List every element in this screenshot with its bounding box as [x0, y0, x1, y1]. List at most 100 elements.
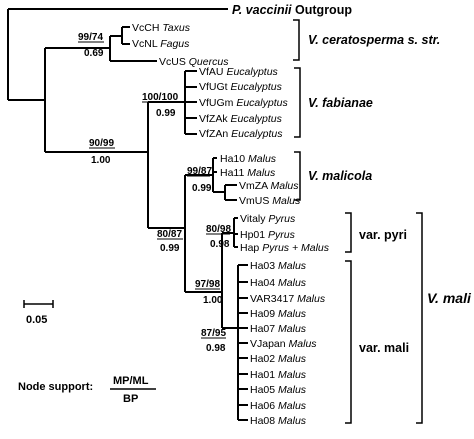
node-mpml-mali-sub: 87/95: [201, 328, 226, 339]
node-mpml-mali-all: 80/87: [157, 229, 182, 240]
leaf-host: Fagus: [160, 38, 190, 50]
leaf-code: VJapan: [250, 338, 289, 350]
leaf-code: VcUS: [159, 56, 189, 68]
leaf-host: Eucalyptus: [236, 97, 288, 109]
leaf-host: Malus: [278, 308, 307, 320]
leaf-host: Malus: [297, 293, 326, 305]
leaf-label: VfUGm Eucalyptus: [199, 97, 288, 109]
node-mpml-fabianae: 100/100: [142, 92, 179, 103]
leaf-host: Eucalyptus: [231, 81, 283, 93]
leaf-code: Ha05: [250, 384, 278, 396]
leaf-host: Eucalyptus: [231, 113, 283, 125]
leaf-label: Ha07 Malus: [250, 323, 307, 335]
leaf-host: Malus: [278, 384, 307, 396]
legend-numerator: MP/ML: [113, 375, 149, 387]
leaf-label: Ha04 Malus: [250, 277, 307, 289]
leaf-label: VcUS Quercus: [159, 56, 229, 68]
leaf-host: Taxus: [162, 22, 190, 34]
leaf-code: VcNL: [132, 38, 160, 50]
leaf-host: Malus: [248, 153, 277, 165]
node-bp-ceratosperma: 0.69: [84, 48, 104, 59]
leaf-label: Ha10 Malus: [220, 153, 277, 165]
leaf-code: VcCH: [132, 22, 162, 34]
leaf-host: Pyrus: [268, 213, 296, 225]
leaf-label: Ha01 Malus: [250, 369, 307, 381]
leaf-code: VfUGt: [199, 81, 231, 93]
node-mpml-ceratosperma: 99/74: [78, 32, 103, 43]
leaf-code: Hap: [240, 242, 262, 254]
leaf-label: VmZA Malus: [239, 180, 299, 192]
leaf-label: VfUGt Eucalyptus: [199, 81, 283, 93]
leaf-label: VfAU Eucalyptus: [199, 66, 279, 78]
leaf-code: Ha10: [220, 153, 248, 165]
leaf-code: Ha04: [250, 277, 278, 289]
leaf-host: Malus: [278, 415, 307, 427]
leaf-label: VAR3417 Malus: [250, 293, 326, 305]
clade-label-pyri: var. pyri: [359, 228, 407, 242]
node-bp-pyri: 0.98: [210, 239, 230, 250]
leaf-label: Hap Pyrus + Malus: [240, 242, 330, 254]
leaf-code: VfZAn: [199, 128, 231, 140]
leaf-label: VfZAk Eucalyptus: [199, 113, 283, 125]
leaf-label: Ha08 Malus: [250, 415, 307, 427]
leaf-code: Ha02: [250, 353, 278, 365]
leaf-label: Ha11 Malus: [220, 167, 276, 179]
leaf-label: Vitaly Pyrus: [240, 213, 296, 225]
node-mpml-mali-var: 97/98: [195, 279, 220, 290]
leaf-label: Ha06 Malus: [250, 400, 307, 412]
outgroup-label: P. vaccinii Outgroup: [232, 3, 352, 17]
leaf-code: VfUGm: [199, 97, 236, 109]
leaf-host: Pyrus: [268, 229, 296, 241]
bracket-malicola: [294, 151, 301, 201]
legend-title: Node support:: [18, 381, 93, 393]
leaf-code: VfZAk: [199, 113, 231, 125]
leaf-code: VmUS: [239, 195, 272, 207]
leaf-code: Ha09: [250, 308, 278, 320]
leaf-code: Ha08: [250, 415, 278, 427]
clade-brackets: [293, 19, 423, 424]
leaf-label: Ha02 Malus: [250, 353, 307, 365]
support-underlines: [78, 41, 230, 339]
bracket-fabianae: [294, 67, 301, 138]
leaf-host: Malus: [289, 338, 318, 350]
leaf-host: Malus: [278, 400, 307, 412]
bracket-mali-var: [345, 260, 352, 424]
leaf-label: VfZAn Eucalyptus: [199, 128, 283, 140]
node-support-legend: Node support: MP/ML BP: [18, 375, 156, 405]
leaf-host: Malus: [278, 369, 307, 381]
leaf-code: Hp01: [240, 229, 268, 241]
leaf-host: Malus: [278, 353, 307, 365]
bracket-pyri: [345, 212, 352, 253]
leaf-host: Quercus: [189, 56, 229, 68]
leaf-label: Ha09 Malus: [250, 308, 307, 320]
node-mpml-pyri: 80/98: [206, 224, 231, 235]
leaf-code: VAR3417: [250, 293, 297, 305]
legend-denominator: BP: [123, 393, 138, 405]
leaf-label: VcCH Taxus: [132, 22, 191, 34]
leaf-host: Malus: [271, 180, 300, 192]
clade-label-mali-var: var. mali: [359, 341, 409, 355]
leaf-host: Eucalyptus: [231, 128, 283, 140]
leaf-code: Vitaly: [240, 213, 268, 225]
leaf-host: Malus: [272, 195, 301, 207]
leaf-code: VfAU: [199, 66, 226, 78]
clade-label-malicola: V. malicola: [308, 169, 372, 183]
leaf-code: Ha01: [250, 369, 278, 381]
leaf-host: Eucalyptus: [226, 66, 278, 78]
node-mpml-malicola: 99/87: [187, 166, 212, 177]
node-bp-mali-all: 0.99: [160, 243, 180, 254]
clade-label-ceratosperma: V. ceratosperma s. str.: [308, 33, 440, 47]
leaf-code: Ha06: [250, 400, 278, 412]
leaf-label: Hp01 Pyrus: [240, 229, 296, 241]
clade-label-mali: V. mali: [427, 290, 472, 306]
leaf-label: VcNL Fagus: [132, 38, 190, 50]
node-mpml-main: 90/99: [89, 138, 114, 149]
leaf-code: VmZA: [239, 180, 271, 192]
leaf-host: Pyrus + Malus: [262, 242, 330, 254]
leaf-host: Malus: [278, 323, 307, 335]
leaf-host: Malus: [278, 277, 307, 289]
bracket-ceratosperma: [293, 19, 300, 61]
clade-label-fabianae: V. fabianae: [308, 96, 373, 110]
